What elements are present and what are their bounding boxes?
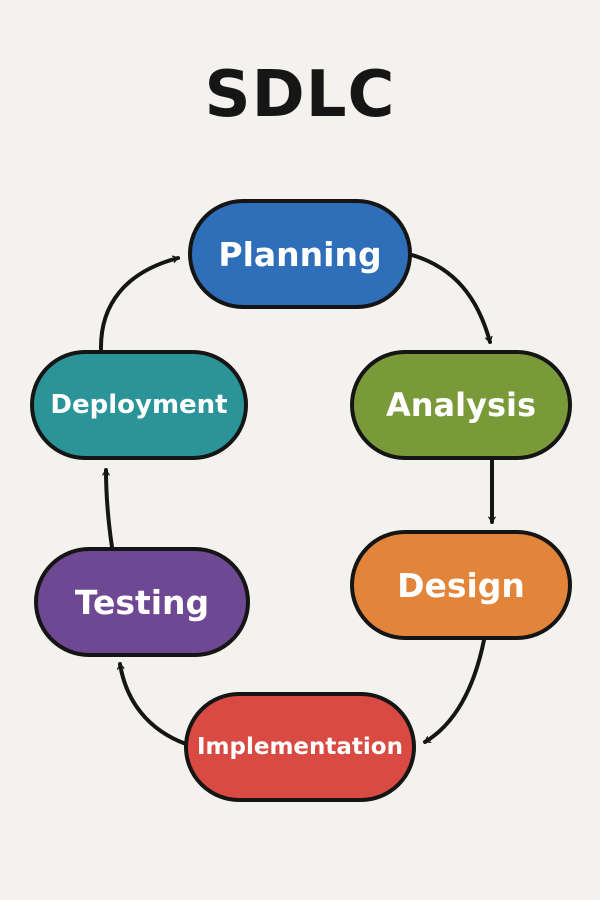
arrow-implementation-to-testing: [116, 662, 188, 746]
stage-node-deployment: Deployment: [30, 350, 248, 460]
stage-label-design: Design: [397, 565, 525, 605]
stage-node-design: Design: [350, 530, 572, 640]
stage-label-deployment: Deployment: [50, 390, 228, 420]
stage-node-testing: Testing: [34, 547, 250, 657]
stage-label-analysis: Analysis: [385, 386, 537, 424]
arrow-planning-to-analysis: [410, 253, 493, 344]
stage-label-planning: Planning: [218, 234, 382, 274]
stage-node-implementation: Implementation: [184, 692, 416, 802]
diagram-title: SDLC: [204, 58, 396, 132]
stage-label-testing: Testing: [74, 582, 210, 622]
arrow-design-to-implementation: [423, 638, 486, 744]
stage-node-planning: Planning: [188, 199, 412, 309]
arrow-testing-to-deployment: [102, 468, 114, 549]
stage-label-implementation: Implementation: [197, 734, 403, 760]
stage-node-analysis: Analysis: [350, 350, 572, 460]
arrow-deployment-to-planning: [98, 255, 180, 352]
